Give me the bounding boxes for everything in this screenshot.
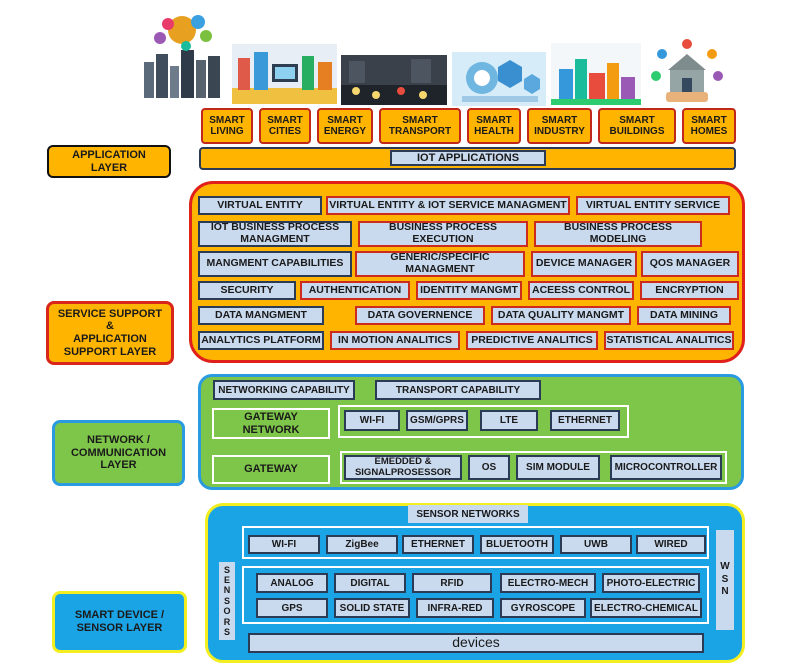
device-manager: DEVICE MANAGER — [531, 251, 637, 277]
sim-module: SIM MODULE — [516, 455, 600, 480]
gateway-label: GATEWAY — [212, 455, 330, 484]
authentication: AUTHENTICATION — [300, 281, 410, 300]
aceess-control: ACEESS CONTROL — [528, 281, 634, 300]
networking-capability: NETWORKING CAPABILITY — [213, 380, 355, 400]
sensor-electro-mech: ELECTRO-MECH — [500, 573, 596, 593]
gateway-gsm-gprs: GSM/GPRS — [406, 410, 468, 431]
gateway-network-label: GATEWAY NETWORK — [212, 408, 330, 439]
data-governence: DATA GOVERNENCE — [355, 306, 485, 325]
net-bluetooth: BLUETOOTH — [480, 535, 554, 554]
predictive-analitics: PREDICTIVE ANALITICS — [466, 331, 598, 350]
net-wifi: WI-FI — [248, 535, 320, 554]
device-layer-label: SMART DEVICE / SENSOR LAYER — [52, 591, 187, 653]
generic-specific-managment: GENERIC/SPECIFIC MANAGMENT — [355, 251, 525, 277]
smart-homes-illustration — [650, 38, 725, 104]
app-smart-energy: SMART ENERGY — [317, 108, 373, 144]
analytics-platform: ANALYTICS PLATFORM — [198, 331, 324, 350]
sensor-digital: DIGITAL — [334, 573, 406, 593]
mangment-capabilities: MANGMENT CAPABILITIES — [198, 251, 352, 277]
smart-living-illustration — [136, 10, 228, 102]
sensors-vertical-label: S E N S O R S — [219, 562, 235, 640]
virtual-entity-service: VIRTUAL ENTITY SERVICE — [576, 196, 730, 215]
iot-business-process-managment: IOT BUSINESS PROCESS MANAGMENT — [198, 221, 352, 247]
gateway-group — [340, 451, 727, 484]
smart-transport-illustration — [452, 52, 546, 106]
statistical-analitics: STATISTICAL ANALITICS — [604, 331, 734, 350]
virtual-entity-iot-service-managment: VIRTUAL ENTITY & IOT SERVICE MANAGMENT — [326, 196, 570, 215]
os: OS — [468, 455, 510, 480]
sensor-infra-red: INFRA-RED — [416, 598, 494, 618]
smart-industry-illustration — [551, 43, 641, 105]
business-process-modeling: BUSINESS PROCESS MODELING — [534, 221, 702, 247]
iot-applications-label: IOT APPLICATIONS — [390, 150, 546, 166]
microcontroller: MICROCONTROLLER — [610, 455, 722, 480]
app-smart-living: SMART LIVING — [201, 108, 253, 144]
identity-mangmt: IDENTITY MANGMT — [416, 281, 522, 300]
transport-capability: TRANSPORT CAPABILITY — [375, 380, 541, 400]
app-smart-health: SMART HEALTH — [467, 108, 521, 144]
data-mining: DATA MINING — [637, 306, 731, 325]
encryption: ENCRYPTION — [640, 281, 739, 300]
gateway-lte: LTE — [480, 410, 538, 431]
net-ethernet: ETHERNET — [402, 535, 474, 554]
sensor-gyroscope: GYROSCOPE — [500, 598, 586, 618]
sensor-solid-state: SOLID STATE — [334, 598, 410, 618]
application-layer-label: APPLICATION LAYER — [47, 145, 171, 178]
gateway-wifi: WI-FI — [344, 410, 400, 431]
wsn-vertical-label: W S N — [716, 530, 734, 630]
net-wired: WIRED — [636, 535, 706, 554]
qos-manager: QOS MANAGER — [641, 251, 739, 277]
sensor-gps: GPS — [256, 598, 328, 618]
sensor-photo-electric: PHOTO-ELECTRIC — [602, 573, 700, 593]
sensors-group — [242, 566, 709, 624]
business-process-execution: BUSINESS PROCESS EXECUTION — [358, 221, 528, 247]
service-support-layer-label: SERVICE SUPPORT & APPLICATION SUPPORT LA… — [46, 301, 174, 365]
data-mangment: DATA MANGMENT — [198, 306, 324, 325]
app-smart-homes: SMART HOMES — [682, 108, 736, 144]
net-uwb: UWB — [560, 535, 632, 554]
net-zigbee: ZigBee — [326, 535, 398, 554]
app-smart-buildings: SMART BUILDINGS — [598, 108, 676, 144]
smart-energy-illustration — [341, 55, 447, 105]
sensor-analog: ANALOG — [256, 573, 328, 593]
sensor-networks-label: SENSOR NETWORKS — [408, 505, 528, 523]
sensor-electro-chemical: ELECTRO-CHEMICAL — [590, 598, 702, 618]
app-smart-transport: SMART TRANSPORT — [379, 108, 461, 144]
sensor-rfid: RFID — [412, 573, 492, 593]
virtual-entity: VIRTUAL ENTITY — [198, 196, 322, 215]
sensor-networks-group — [242, 526, 709, 559]
app-smart-cities: SMART CITIES — [259, 108, 311, 144]
network-layer-label: NETWORK / COMMUNICATION LAYER — [52, 420, 185, 486]
emedded-signalprosessor: EMEDDED & SIGNALPROSESSOR — [344, 455, 462, 480]
data-quality-mangmt: DATA QUALITY MANGMT — [491, 306, 631, 325]
in-motion-analitics: IN MOTION ANALITICS — [330, 331, 460, 350]
gateway-network-group — [338, 405, 629, 438]
app-smart-industry: SMART INDUSTRY — [527, 108, 592, 144]
security: SECURITY — [198, 281, 296, 300]
gateway-ethernet: ETHERNET — [550, 410, 620, 431]
devices-bar: devices — [248, 633, 704, 653]
smart-cities-illustration — [232, 44, 337, 104]
